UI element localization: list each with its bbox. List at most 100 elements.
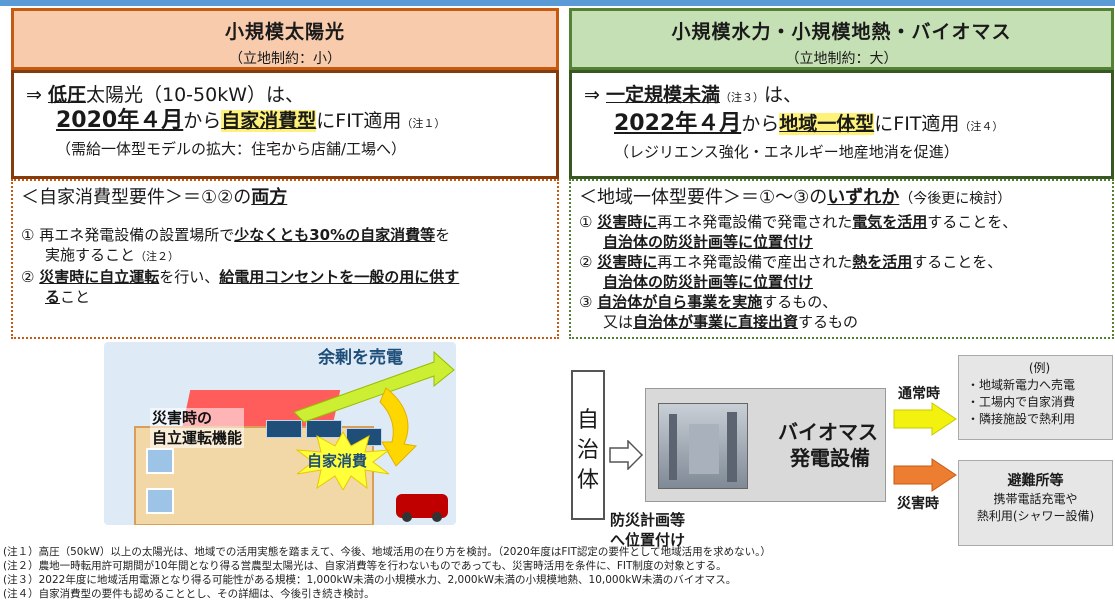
right-item3-bold: 自治体が自ら事業を実施 [597,293,763,311]
municipality-box: 自治体 [571,370,605,520]
right-item1-mid: 再エネ発電設備で発電された [657,213,853,231]
left-item1-cont: 実施すること（注２） [21,245,549,267]
disaster-plan-label: 防災計画等 へ位置付け [610,510,685,550]
right-note-ref-4: （注４） [959,120,1004,133]
solar-panel-icon [266,420,302,438]
right-req-title-sub: （今後更に検討） [899,191,1012,207]
left-requirements-box: ＜自家消費型要件＞＝①②の両方 ① 再エネ発電設備の設置場所で少なくとも30%の… [11,179,559,339]
burst-icon [295,430,391,490]
left-item2-pre: ② [21,268,40,286]
left-start-date: 2020年４月 [56,108,184,133]
left-note-ref: （注１） [401,117,446,130]
right-requirements-box: ＜地域一体型要件＞＝①～③のいずれか（今後更に検討） ① 災害時に再エネ発電設備… [569,179,1114,339]
top-accent-bar [0,0,1115,6]
left-item1-pre: ① 再エネ発電設備の設置場所で [21,226,235,244]
disaster-self-run-label: 災害時の 自立運転機能 [150,408,245,448]
left-summary-line2: 2020年４月から自家消費型にFIT適用（注１） [26,107,546,138]
arrow-prefix: ⇒ [584,84,606,106]
biomass-facility-box: バイオマス 発電設備 [645,388,886,502]
left-item1-note: （注２） [135,250,180,263]
surplus-label: 余剰を売電 [318,348,403,368]
right-item2-bold2: 熱を活用 [852,253,913,271]
left-req-title-pre: ＜自家消費型要件＞＝①②の [21,187,252,208]
biomass-plant-image [658,403,748,489]
left-line2-mid: から [183,110,222,132]
biomass-line1: バイオマス [778,420,878,444]
left-subtitle: （立地制約：小） [229,51,341,67]
arrow-prefix: ⇒ [26,84,48,106]
right-item1-bold2: 電気を活用 [852,213,928,231]
right-item1-cont: 自治体の防災計画等に位置付け [603,233,814,251]
normal-time-label: 通常時 [898,386,940,402]
left-item2-bold2: 給電用コンセントを一般の用に供す [219,268,460,286]
right-item2-post: することを、 [912,253,1003,271]
right-title: 小規模水力・小規模地熱・バイオマス [671,21,1012,43]
pipe-shape [727,412,737,482]
bus-icon [396,494,448,522]
left-item2-cont-text: こと [60,288,91,306]
disaster-time-label: 災害時 [897,496,939,512]
right-item1-bold1: 災害時に [597,213,658,231]
self-consumption-label: 自家消費 [307,452,368,470]
right-item3-pre: ③ [579,293,598,311]
right-summary-line1: ⇒ 一定規模未満（注３）は、 [584,83,1101,110]
left-item1-bold: 少なくとも30%の自家消費等 [234,226,436,244]
left-req-title: ＜自家消費型要件＞＝①②の両方 [21,185,549,211]
right-line2-mid: から [741,113,780,135]
right-item1-post: することを、 [927,213,1018,231]
shelter-line1: 携帯電話充電や [993,492,1078,506]
left-title: 小規模太陽光 [224,21,345,43]
white-arrow-icon [609,440,644,470]
wheel [402,512,412,522]
left-summary-line3: （需給一体型モデルの拡大：住宅から店舗/工場へ） [56,140,407,158]
wheel [432,512,442,522]
solar-panel-icon [306,420,342,438]
right-req-title-bold: いずれか [827,187,900,208]
left-item1-cont-text: 実施すること [45,246,136,264]
right-summary-line3: （レジリエンス強化・エネルギー地産地消を促進） [614,143,959,161]
footnotes: (注１）高圧（50kW）以上の太陽光は、地域での活用実態を踏まえて、今後、地域活… [3,545,1111,601]
right-note-ref-3: （注３） [719,91,764,104]
left-line2-rest: にFIT適用 [316,110,402,132]
right-req-title-pre: ＜地域一体型要件＞＝①～③の [579,187,828,208]
footnote: (注１）高圧（50kW）以上の太陽光は、地域での活用実態を踏まえて、今後、地域活… [3,546,771,558]
bosai-line2: へ位置付け [610,531,686,549]
left-item2-mid: を行い、 [159,268,220,286]
left-low-voltage: 低圧 [47,84,86,106]
shelter-head: 避難所等 [1007,473,1064,489]
right-item2-mid: 再エネ発電設備で産出された [657,253,853,271]
right-start-date: 2022年４月 [614,111,742,136]
right-item3-cont: 又は自治体が事業に直接出資するもの [579,312,1104,332]
right-req-item-2: ② 災害時に再エネ発電設備で産出された熱を活用することを、 自治体の防災計画等に… [579,252,1104,292]
left-item2-cont-bold: る [45,288,61,306]
right-req-title: ＜地域一体型要件＞＝①～③のいずれか（今後更に検討） [579,185,1104,212]
right-item1-pre: ① [579,213,598,231]
left-summary-box: ⇒ 低圧太陽光（10-50kW）は、 2020年４月から自家消費型にFIT適用（… [11,70,559,179]
right-item2-cont: 自治体の防災計画等に位置付け [603,273,814,291]
biomass-title: バイオマス 発電設備 [778,419,878,471]
right-item2-bold1: 災害時に [597,253,658,271]
left-line1-rest: 太陽光（10-50kW）は、 [85,84,304,106]
shelter-box: 避難所等 携帯電話充電や 熱利用(シャワー設備) [958,460,1113,546]
example-head: (例) [1028,361,1051,375]
left-item1-post: を [435,226,451,244]
left-req-item-2: ② 災害時に自立運転を行い、給電用コンセントを一般の用に供す ること [21,267,549,307]
normal-arrow-icon [893,402,957,436]
left-summary-line1: ⇒ 低圧太陽光（10-50kW）は、 [26,83,546,107]
right-line2-rest: にFIT適用 [874,113,960,135]
window-shape [146,488,174,514]
disaster-line2: 自立運転機能 [152,429,243,447]
example-box: (例) ・地域新電力へ売電 ・工場内で自家消費 ・隣接施設で熱利用 [958,355,1113,440]
right-item3-post: するもの、 [762,293,838,311]
left-req-item-1: ① 再エネ発電設備の設置場所で少なくとも30%の自家消費等を 実施すること（注２… [21,225,549,267]
right-item3-cont-bold: 自治体が事業に直接出資 [633,313,799,331]
shelter-line2: 熱利用(シャワー設備) [976,509,1095,523]
right-highlight-type: 地域一体型 [779,113,875,135]
right-item3-cont-pre: 又は [603,313,634,331]
left-item2-bold1: 災害時に自立運転 [39,268,160,286]
right-summary-box: ⇒ 一定規模未満（注３）は、 2022年４月から地域一体型にFIT適用（注４） … [569,70,1114,179]
right-req-item-3: ③ 自治体が自ら事業を実施するもの、 又は自治体が事業に直接出資するもの [579,292,1104,332]
left-req-title-bold: 両方 [251,187,288,208]
bosai-line1: 防災計画等 [610,511,686,529]
disaster-arrow-icon [893,458,957,492]
